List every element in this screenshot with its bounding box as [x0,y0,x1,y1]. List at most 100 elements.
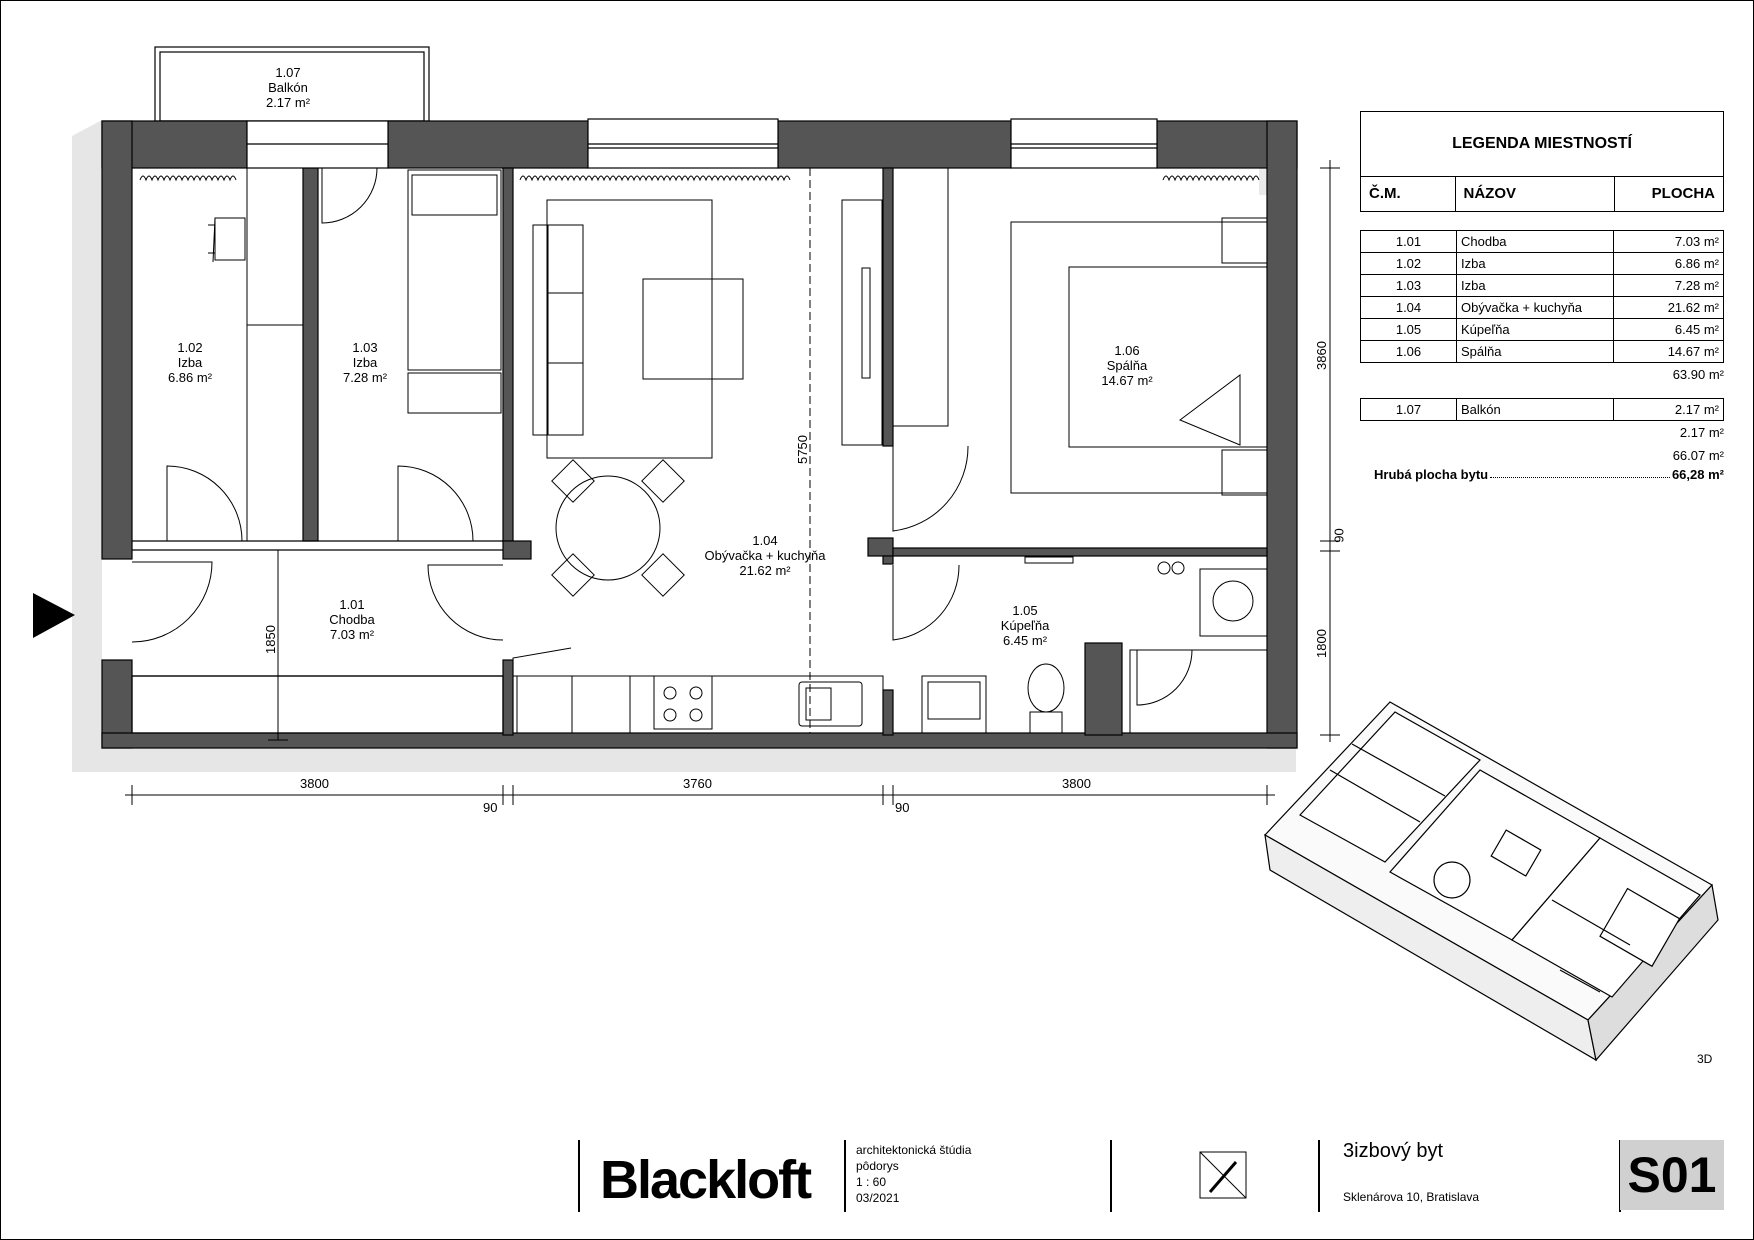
room-name: Obývačka + kuchyňa [704,548,826,563]
legend-cell: 2.17 m² [1613,398,1724,421]
room-number: 1.03 [352,340,378,355]
room-name: Kúpeľňa [1000,618,1050,633]
dot-leader [1490,467,1670,478]
legend-header-name: NÁZOV [1456,177,1615,211]
divider [1110,1140,1112,1212]
divider [844,1140,846,1212]
legend-cell: 1.05 [1360,318,1457,341]
room-area: 14.67 m² [1101,373,1153,388]
info-line: 1 : 60 [856,1175,887,1189]
legend-cell: Izba [1456,252,1614,275]
legend-header-area: PLOCHA [1651,185,1715,202]
legend-cell: 21.62 m² [1613,296,1724,319]
dim-bottom-3: 3760 [683,776,712,791]
legend-subtotal-2: 2.17 m² [1679,425,1724,440]
room-label-izba-103: 1.03 Izba 7.28 m² [343,340,387,385]
windows [246,118,1158,169]
dim-right-1: 3860 [1313,341,1329,370]
room-area: 6.86 m² [167,370,213,385]
legend-cell: 1.03 [1360,274,1457,297]
room-label-living: 1.04 Obývačka + kuchyňa 21.62 m² [704,533,825,578]
room-area: 6.45 m² [1002,633,1048,648]
view-3d-label: 3D [1697,1052,1713,1066]
legend-cell: Izba [1456,274,1614,297]
divider [1318,1140,1320,1212]
brand-logo: Blackloft [600,1150,812,1210]
room-number: 1.05 [1012,603,1038,618]
dim-right-2: 90 [1331,528,1347,543]
legend-cell: 6.86 m² [1613,252,1724,275]
legend-cell: Spálňa [1456,340,1614,363]
drawing-info: architektonická štúdia pôdorys 1 : 60 03… [856,1142,971,1206]
furniture [208,167,1268,734]
legend-cell: Chodba [1456,230,1614,253]
legend-cell: 1.01 [1360,230,1457,253]
room-number: 1.06 [1114,343,1140,358]
room-label-bedroom: 1.06 Spálňa 14.67 m² [1101,343,1152,388]
sheet-number: S01 [1620,1140,1724,1210]
room-number: 1.02 [177,340,203,355]
legend-cell: 7.28 m² [1613,274,1724,297]
room-name: Balkón [268,80,308,95]
legend-header: Č.M. NÁZOV PLOCHA [1360,176,1724,212]
divider [578,1140,580,1212]
room-name: Izba [352,355,378,370]
legend-cell: Obývačka + kuchyňa [1456,296,1614,319]
room-label-balcony: 1.07 Balkón 2.17 m² [266,65,310,110]
legend-cell: 6.45 m² [1613,318,1724,341]
legend-total: 66.07 m² [1672,448,1724,463]
room-label-bathroom: 1.05 Kúpeľňa 6.45 m² [1001,603,1050,648]
legend-subtotal-1: 63.90 m² [1672,367,1724,382]
gross-value: 66,28 m² [1671,467,1724,482]
info-line: 03/2021 [856,1191,900,1205]
room-label-corridor: 1.01 Chodba 7.03 m² [329,597,375,642]
legend-cell: Kúpeľňa [1456,318,1614,341]
radiators [139,175,1260,182]
legend-cell: 1.07 [1360,398,1457,421]
apartment-title: 3izbový byt [1343,1140,1444,1162]
room-name: Izba [177,355,203,370]
dim-living-height: 5750 [794,435,810,464]
room-area: 7.28 m² [342,370,388,385]
entry-arrow-icon [33,593,75,638]
dim-bottom-1: 3800 [300,776,329,791]
room-legend: LEGENDA MIESTNOSTÍ Č.M. NÁZOV PLOCHA 1.0… [1360,111,1724,482]
info-line: pôdorys [856,1159,899,1173]
legend-title: LEGENDA MIESTNOSTÍ [1360,111,1724,176]
room-area: 2.17 m² [265,95,311,110]
dim-right-3: 1800 [1313,629,1329,658]
partition-lines [131,540,504,734]
dimension-lines [125,160,1340,805]
dim-bottom-4: 90 [895,800,910,815]
legend-cell: 14.67 m² [1613,340,1724,363]
dim-corridor-height: 1850 [262,625,278,654]
legend-gross-area: Hrubá plocha bytu 66,28 m² [1360,467,1724,482]
legend-cell: 1.06 [1360,340,1457,363]
legend-cell: 7.03 m² [1613,230,1724,253]
apartment-address: Sklenárova 10, Bratislava [1343,1190,1480,1204]
room-number: 1.01 [339,597,365,612]
room-area: 7.03 m² [329,627,375,642]
walls [101,120,1298,749]
dim-bottom-2: 90 [483,800,498,815]
dim-bottom-5: 3800 [1062,776,1091,791]
gross-label: Hrubá plocha bytu [1374,467,1489,482]
legend-header-number: Č.M. [1361,177,1456,211]
legend-cell: Balkón [1456,398,1614,421]
room-number: 1.04 [752,533,778,548]
room-number: 1.07 [275,65,301,80]
info-line: architektonická štúdia [856,1143,972,1157]
view-3d [1264,701,1719,1062]
door-swings [131,167,1193,706]
room-label-izba-102: 1.02 Izba 6.86 m² [168,340,212,385]
north-arrow-icon [1199,1151,1247,1199]
